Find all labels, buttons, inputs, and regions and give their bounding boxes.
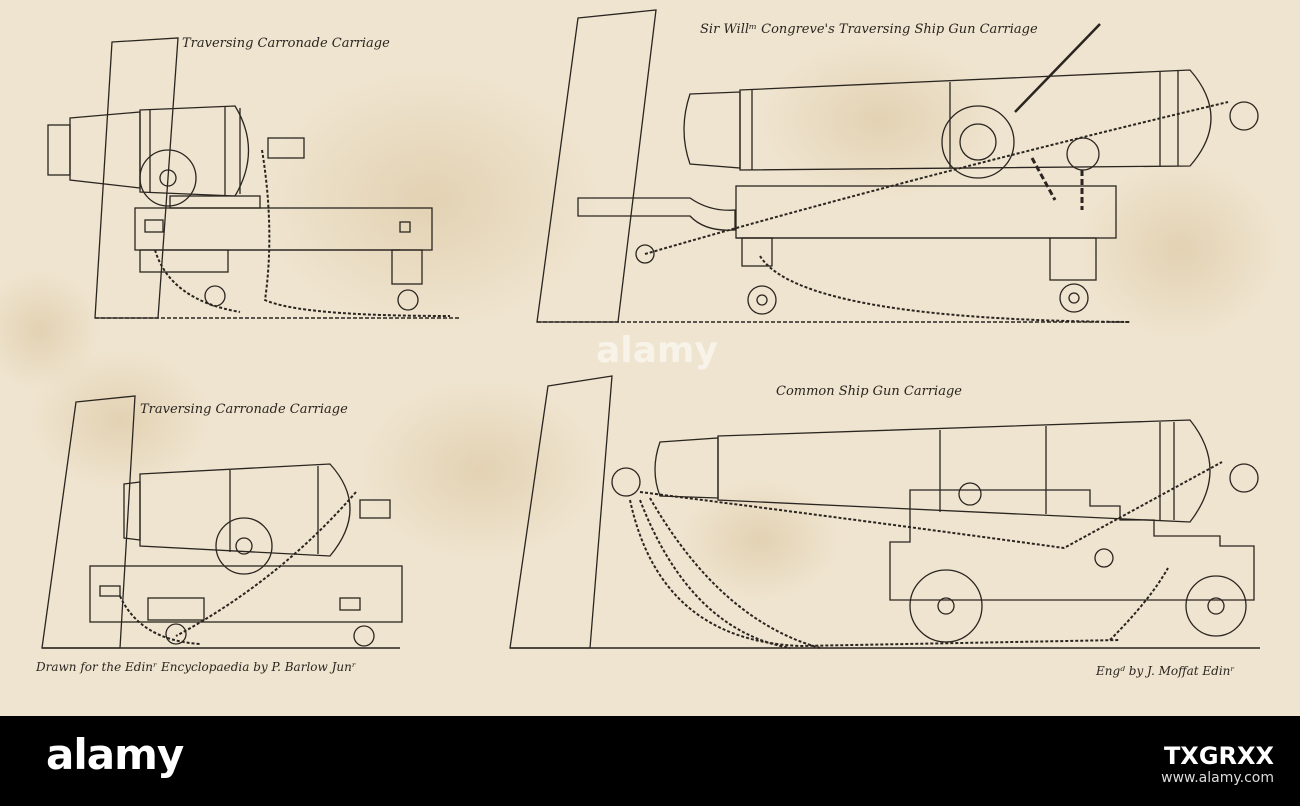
- image-id: TXGRXX: [1163, 742, 1274, 770]
- figure-3-carronade: [41, 395, 403, 649]
- caption-fig4: Common Ship Gun Carriage: [776, 384, 962, 399]
- figure-1-carronade: [47, 37, 460, 319]
- engraving-drawing: [0, 9, 1280, 649]
- footer-info: TXGRXX www.alamy.com: [1161, 742, 1274, 786]
- figure-4-common-carriage: [509, 375, 1260, 649]
- caption-fig3: Traversing Carronade Carriage: [140, 402, 348, 417]
- figure-2-congreve-carriage: [536, 9, 1259, 323]
- paper-stains: [0, 40, 1280, 600]
- engraving-plate: Traversing Carronade Carriage Sir Willᵐ …: [0, 0, 1300, 716]
- caption-fig2: Sir Willᵐ Congreve's Traversing Ship Gun…: [700, 22, 1038, 37]
- engraved-credit: Engᵈ by J. Moffat Edinʳ: [1096, 664, 1235, 678]
- footer-url: www.alamy.com: [1161, 770, 1274, 786]
- fig1-ship-side: [94, 37, 179, 319]
- footer-bar: [0, 716, 1300, 806]
- drawn-credit: Drawn for the Edinʳ Encyclopaedia by P. …: [36, 660, 357, 674]
- caption-fig1: Traversing Carronade Carriage: [182, 36, 390, 51]
- footer-logo: alamy: [46, 730, 184, 779]
- watermark: alamy: [596, 330, 718, 371]
